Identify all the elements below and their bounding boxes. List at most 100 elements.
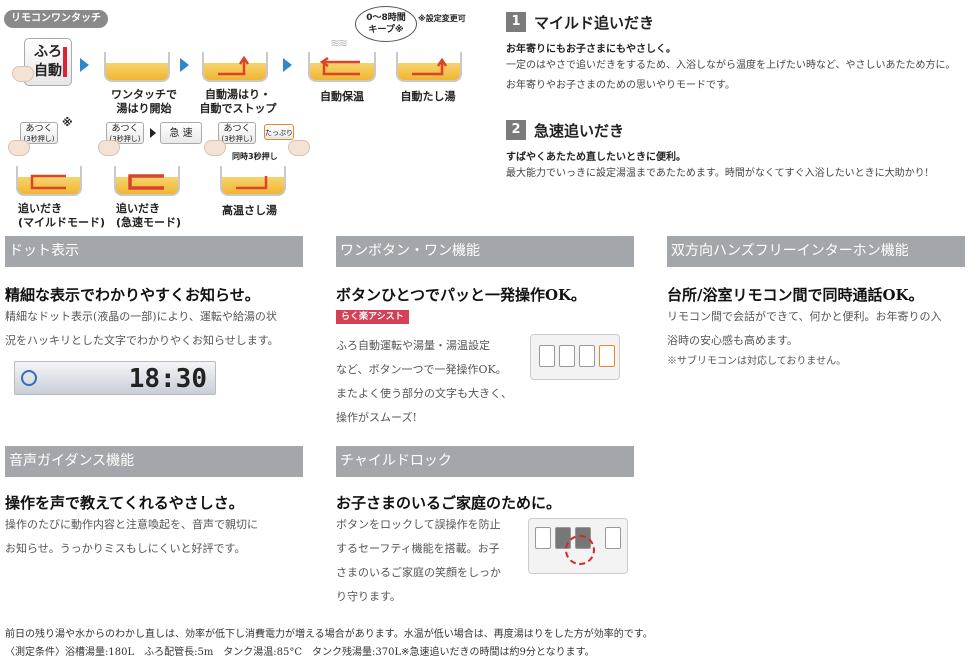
asterisk-mark: ※ [62, 116, 73, 129]
mode-number-1: 1 [506, 12, 526, 32]
section-bar-onebutton: ワンボタン・ワン機能 [336, 236, 634, 267]
section-bar-intercom: 双方向ハンズフリーインターホン機能 [667, 236, 965, 267]
bottom-caption-2: 追いだき (急速モード) [116, 202, 182, 229]
bathtub-quick-icon [114, 166, 180, 196]
bathtub-mild-icon [16, 166, 82, 196]
dot-text: 精細なドット表示(液晶の一部)により、運転や給湯の状 況をハッキリとした文字でわ… [5, 305, 305, 353]
step-caption-4: 自動たし湯 [400, 90, 456, 103]
auto-bath-label-2: 自動 [34, 63, 62, 79]
footer-line-1: 前日の残り湯や水からのわかし直しは、効率が低下し消費電力が増える場合があります。… [5, 629, 653, 640]
step-caption-2: 自動湯はり・ 自動でストップ [199, 88, 277, 115]
voice-text: 操作のたびに動作内容と注意喚起を、音声で親切に お知らせ。うっかりミスもしにくい… [5, 513, 305, 561]
onebutton-heading: ボタンひとつでパッと一発操作OK。 [336, 286, 587, 304]
atsuku-label: あつく [111, 124, 139, 134]
setting-note: ※設定変更可 [418, 14, 466, 23]
child-line: ボタンをロックして誤操作を防止 [336, 518, 501, 531]
press3-label: (3秒押し) [109, 135, 141, 143]
keep-text: 0〜8時間 キープ※ [366, 13, 406, 35]
mode-number-2: 2 [506, 120, 526, 140]
bathtub-topup-icon [396, 52, 462, 82]
child-heading: お子さまのいるご家庭のために。 [336, 494, 562, 512]
atsuku-button-3: あつく(3秒押し) [218, 122, 256, 144]
bathtub-filling-icon [104, 52, 170, 82]
mode-text-2: 最大能力でいっきに設定湯温まであたためます。時間がなくてすぐ入浴したいときに大助… [506, 164, 976, 184]
hand-icon [204, 140, 226, 156]
bottom-caption-1: 追いだき (マイルドモード) [18, 202, 106, 229]
dot-line: 精細なドット表示(液晶の一部)により、運転や給湯の状 [5, 310, 277, 323]
auto-bath-label-1: ふろ [34, 44, 62, 60]
arrow-right-icon [80, 58, 89, 72]
child-line: するセーフティ機能を搭載。お子 [336, 542, 500, 555]
press3-label: (3秒押し) [221, 135, 253, 143]
voice-line: お知らせ。うっかりミスもしにくいと好評です。 [5, 542, 246, 555]
section-bar-dot: ドット表示 [5, 236, 303, 267]
bottom-caption-3: 高温さし湯 [222, 204, 277, 217]
step-caption-3: 自動保温 [320, 90, 364, 103]
intercom-heading: 台所/浴室リモコン間で同時通話OK。 [667, 286, 924, 304]
footer-line-2: 〈測定条件〉浴槽湯量:180L ふろ配管長:5m タンク湯温:85°C タンク残… [5, 647, 595, 658]
mode-line: 一定のはやさで追いだきをするため、入浴しながら温度を上げたい時など、やさしいあた… [506, 60, 956, 71]
mode-sub-1: お年寄りにもお子さまにもやさしく。 [506, 44, 676, 55]
intercom-text: リモコン間で会話ができて、何かと便利。お年寄りの入 浴時の安心感も高めます。 [667, 305, 972, 353]
tappuri-button: たっぷり [264, 124, 294, 140]
remote-key [559, 345, 575, 367]
child-line: り守ります。 [336, 590, 401, 603]
keep-bubble: 0〜8時間 キープ※ [355, 6, 417, 42]
kyusoku-button: 急 速 [160, 122, 202, 144]
atsuku-label: あつく [223, 124, 251, 134]
remote-key [605, 527, 621, 549]
voice-line: 操作のたびに動作内容と注意喚起を、音声で親切に [5, 518, 258, 531]
mode-title-2: 急速追いだき [534, 122, 625, 140]
hand-icon [98, 140, 120, 156]
mode-line: 最大能力でいっきに設定湯温まであたためます。時間がなくてすぐ入浴したいときに大助… [506, 168, 929, 179]
intercom-line: リモコン間で会話ができて、何かと便利。お年寄りの入 [667, 310, 942, 323]
dot-heading: 精細な表示でわかりやすくお知らせ。 [5, 286, 260, 304]
hand-icon [8, 140, 30, 156]
remote-key [599, 345, 615, 367]
bathtub-stop-icon [202, 52, 268, 82]
clock-icon [21, 370, 37, 386]
remote-key [535, 527, 551, 549]
dot-line: 況をハッキリとした文字でわかりやくお知らせします。 [5, 334, 279, 347]
mode-title-1: マイルド追いだき [534, 14, 655, 32]
onebutton-line: またよく使う部分の文字も大きく、 [336, 387, 512, 400]
raku-assist-badge: らく楽アシスト [336, 310, 409, 324]
lock-highlight-circle [565, 535, 595, 565]
arrow-small-icon [150, 128, 156, 138]
onebutton-line: 操作がスムーズ! [336, 411, 417, 424]
one-touch-label: リモコンワンタッチ [4, 10, 108, 28]
indicator-bar [63, 47, 67, 77]
remote-key [539, 345, 555, 367]
atsuku-button-2: あつく(3秒押し) [106, 122, 144, 144]
step-caption-1: ワンタッチで 湯はり開始 [111, 88, 177, 115]
hand-icon [288, 140, 310, 156]
bathtub-hot-icon [220, 166, 286, 196]
child-text: ボタンをロックして誤操作を防止 するセーフティ機能を搭載。お子 さまのいるご家庭… [336, 513, 526, 609]
intercom-line: 浴時の安心感も高めます。 [667, 334, 798, 347]
bathtub-keepwarm-icon [308, 52, 376, 82]
onebutton-text: ふろ自動運転や湯量・湯温設定 など、ボタン一つで一発操作OK。 またよく使う部分… [336, 334, 526, 430]
childlock-panel-image [528, 518, 628, 574]
lcd-display: 18:30 [14, 361, 216, 395]
atsuku-button-1: あつく(3秒押し) [20, 122, 58, 144]
press3-label: (3秒押し) [23, 135, 55, 143]
footer-notes: 前日の残り湯や水からのわかし直しは、効率が低下し消費電力が増える場合があります。… [5, 626, 975, 662]
section-bar-voice: 音声ガイダンス機能 [5, 446, 303, 477]
arrow-right-icon [180, 58, 189, 72]
atsuku-label: あつく [25, 124, 53, 134]
remote-panel-image [530, 334, 620, 380]
steam-icon: ≋≋ [330, 36, 348, 50]
arrow-right-icon [283, 58, 292, 72]
remote-key [579, 345, 595, 367]
hand-icon [12, 66, 34, 82]
mode-line: お年寄りやお子さまのための思いやりモードです。 [506, 80, 735, 91]
lcd-time: 18:30 [128, 364, 207, 394]
onebutton-line: ふろ自動運転や湯量・湯温設定 [336, 339, 490, 352]
mode-sub-2: すばやくあたため直したいときに便利。 [506, 152, 686, 163]
onebutton-line: など、ボタン一つで一発操作OK。 [336, 363, 507, 376]
intercom-note: ※サブリモコンは対応しておりません。 [667, 356, 847, 367]
child-line: さまのいるご家庭の笑顔をしっか [336, 566, 501, 579]
voice-heading: 操作を声で教えてくれるやさしさ。 [5, 494, 244, 512]
mode-text-1: 一定のはやさで追いだきをするため、入浴しながら温度を上げたい時など、やさしいあた… [506, 56, 976, 96]
simultaneous-press: 同時3秒押し [232, 152, 278, 161]
